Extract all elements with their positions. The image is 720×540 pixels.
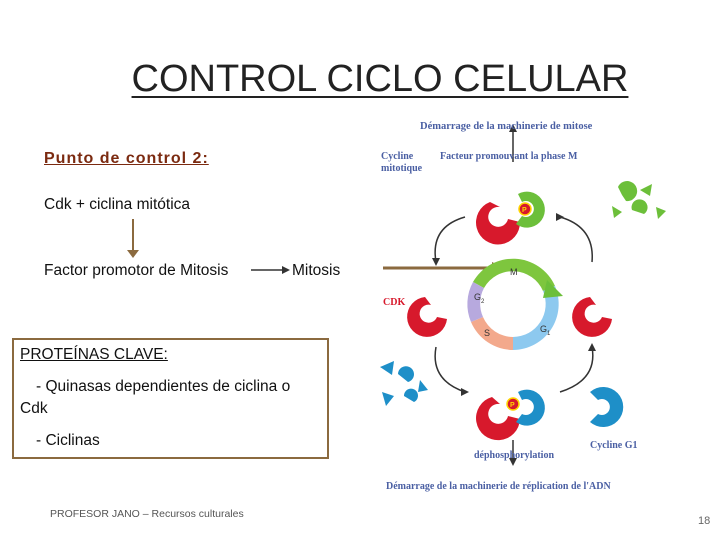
phase-ring xyxy=(467,258,563,350)
slide-title: CONTROL CICLO CELULAR xyxy=(131,58,629,100)
cdk-cyclin-text: Cdk + ciclina mitótica xyxy=(44,196,191,213)
cell-cycle-figure: M G 2 S G 1 P P xyxy=(380,124,666,466)
cyclins-item: - Ciclinas xyxy=(36,432,100,449)
kinases-item-cont: Cdk xyxy=(20,400,48,417)
key-proteins-heading: PROTEÍNAS CLAVE: xyxy=(20,346,168,363)
phase-g2-sub: 2 xyxy=(481,299,485,305)
cdk-left xyxy=(407,297,447,337)
cyclin-mitotic-label: Cycline xyxy=(381,151,414,162)
kinases-item: - Quinasas dependientes de ciclina o xyxy=(36,378,291,395)
checkpoint-heading: Punto de control 2: xyxy=(44,150,209,167)
cyclin-mitotic-label-2: mitotique xyxy=(381,163,423,174)
cyclin-g1-right xyxy=(590,387,624,427)
footer-credit: PROFESOR JANO – Recursos culturales xyxy=(50,508,244,520)
g1-complex: P xyxy=(476,389,545,441)
mpf-label: Facteur promouvant la phase M xyxy=(440,151,578,162)
key-proteins-box: PROTEÍNAS CLAVE: - Quinasas dependientes… xyxy=(12,338,329,459)
ring-s xyxy=(471,317,513,350)
mpf-text: Factor promotor de Mitosis xyxy=(44,262,229,279)
replication-machinery-label: Démarrage de la machinerie de réplicatio… xyxy=(386,481,611,492)
phase-g1-label: G xyxy=(540,324,547,334)
mitosis-machinery-label: Démarrage de la machinerie de mitose xyxy=(420,121,593,132)
dephosphorylation-label: déphosphorylation xyxy=(474,450,555,461)
ring-g2 xyxy=(467,282,484,322)
ring-g1 xyxy=(513,286,559,350)
phase-g2-label: G xyxy=(474,292,481,302)
p-badge-top: P xyxy=(522,207,527,214)
phase-s-label: S xyxy=(484,328,490,338)
mitosis-text: Mitosis xyxy=(292,262,341,279)
cycle-arrows xyxy=(434,216,594,393)
phase-m-label: M xyxy=(510,267,518,277)
mpf-complex: P xyxy=(476,191,545,245)
down-arrowhead xyxy=(127,250,139,258)
p-badge-bottom: P xyxy=(510,402,515,409)
right-arrowhead xyxy=(282,266,290,274)
cdk-right xyxy=(572,297,612,337)
cdk-label: CDK xyxy=(383,297,406,308)
phase-g1-sub: 1 xyxy=(547,331,551,337)
cyclin-fragments xyxy=(612,181,666,219)
page-number: 18 xyxy=(698,515,711,527)
cycline-g1-label: Cycline G1 xyxy=(590,440,638,451)
g1-fragments xyxy=(380,361,428,406)
ring-m xyxy=(473,258,555,291)
